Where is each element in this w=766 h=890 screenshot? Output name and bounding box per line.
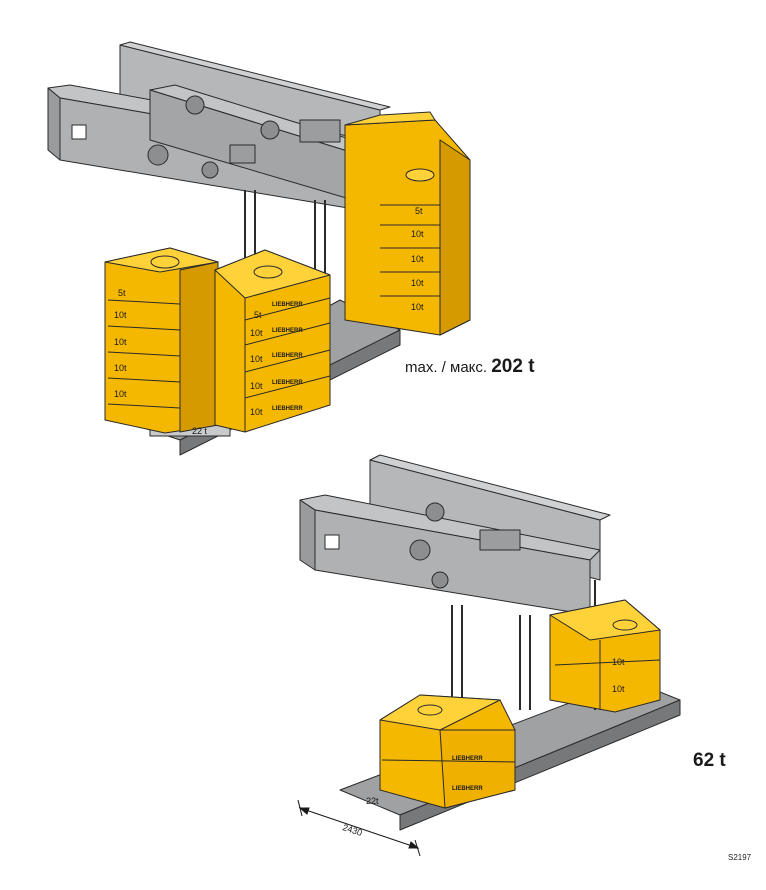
top-brand-2: LIEBHERR: [272, 353, 303, 359]
figure-id: S2197: [728, 853, 752, 862]
top-brand-3: LIEBHERR: [272, 380, 303, 386]
top-rear-stack-labels: 5t 10t 10t 10t 10t: [411, 206, 424, 312]
top-brand-marks: LIEBHERR LIEBHERR LIEBHERR LIEBHERR LIEB…: [272, 302, 303, 412]
top-right-label-2: 10t: [250, 354, 263, 364]
top-right-label-0: 5t: [254, 310, 262, 320]
top-rear-stack: [344, 111, 471, 336]
bottom-rear-stack: [549, 599, 661, 713]
bottom-brand-1: LIEBHERR: [452, 786, 483, 792]
top-right-label-3: 10t: [250, 381, 263, 391]
top-left-label-4: 10t: [114, 389, 127, 399]
top-rear-label-3: 10t: [411, 278, 424, 288]
bottom-rear-label-0: 10t: [612, 657, 625, 667]
top-rear-label-1: 10t: [411, 229, 424, 239]
top-brand-4: LIEBHERR: [272, 406, 303, 412]
bottom-brand-0: LIEBHERR: [452, 756, 483, 762]
top-rear-label-4: 10t: [411, 302, 424, 312]
bottom-carrier-label: 22t: [366, 796, 379, 806]
top-capacity-caption: max. / макс. 202 t: [405, 356, 535, 378]
top-carrier-label: 22 t: [192, 426, 208, 436]
bottom-rear-label-1: 10t: [612, 684, 625, 694]
top-right-label-4: 10t: [250, 407, 263, 417]
dimension-line: [297, 799, 421, 857]
bottom-ballast-assembly: [299, 454, 681, 831]
bottom-brand-marks: LIEBHERR LIEBHERR: [452, 756, 483, 792]
top-front-right-stack: [214, 249, 331, 433]
bottom-labels: 10t 10t LIEBHERR LIEBHERR 22t: [366, 657, 625, 806]
top-front-left-labels: 5t 10t 10t 10t 10t: [114, 288, 127, 399]
top-left-label-1: 10t: [114, 310, 127, 320]
top-brand-0: LIEBHERR: [272, 302, 303, 308]
dimension-label: 2430: [341, 822, 363, 838]
top-ballast-assembly: [47, 41, 471, 456]
top-left-label-3: 10t: [114, 363, 127, 373]
bottom-front-stack: [379, 694, 516, 809]
top-rear-label-0: 5t: [415, 206, 423, 216]
top-brand-1: LIEBHERR: [272, 328, 303, 334]
top-front-left-stack: [104, 247, 219, 434]
top-capacity-value: 202 t: [491, 356, 535, 377]
top-left-label-2: 10t: [114, 337, 127, 347]
top-labels: 5t 10t 10t 10t 10t 5t 10t 10t 10t 10t 5t…: [114, 206, 424, 436]
bottom-capacity-value: 62 t: [693, 750, 726, 771]
top-capacity-prefix: max. / макс.: [405, 359, 488, 376]
top-left-label-0: 5t: [118, 288, 126, 298]
top-front-right-labels: 5t 10t 10t 10t 10t: [250, 310, 263, 417]
top-rear-label-2: 10t: [411, 254, 424, 264]
top-right-label-1: 10t: [250, 328, 263, 338]
